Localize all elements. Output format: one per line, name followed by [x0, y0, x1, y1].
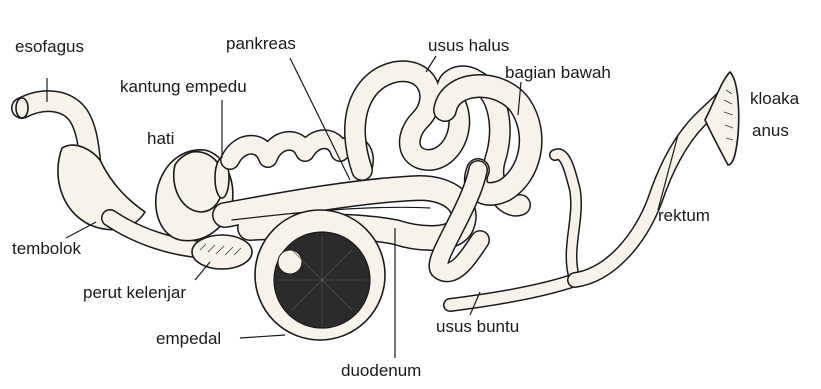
gizzard-shape [255, 210, 385, 340]
label-bagian-bawah: bagian bawah [505, 64, 611, 81]
label-duodenum: duodenum [341, 362, 421, 379]
lower-intestine-shape [438, 86, 530, 272]
cloaca-shape [705, 72, 739, 165]
label-hati: hati [147, 130, 174, 147]
label-perut-kelenjar: perut kelenjar [83, 284, 186, 301]
upper-intestine-shape [230, 139, 364, 170]
proventriculus-shape [192, 235, 252, 269]
label-kantung-empedu: kantung empedu [120, 78, 247, 95]
label-tembolok: tembolok [12, 240, 81, 257]
label-pankreas: pankreas [226, 35, 296, 52]
label-usus-halus: usus halus [428, 37, 509, 54]
label-empedal: empedal [156, 330, 221, 347]
label-esofagus: esofagus [15, 38, 84, 55]
label-rektum: rektum [658, 207, 710, 224]
label-anus: anus [752, 122, 789, 139]
label-kloaka: kloaka [750, 90, 799, 107]
label-usus-buntu: usus buntu [436, 318, 519, 335]
